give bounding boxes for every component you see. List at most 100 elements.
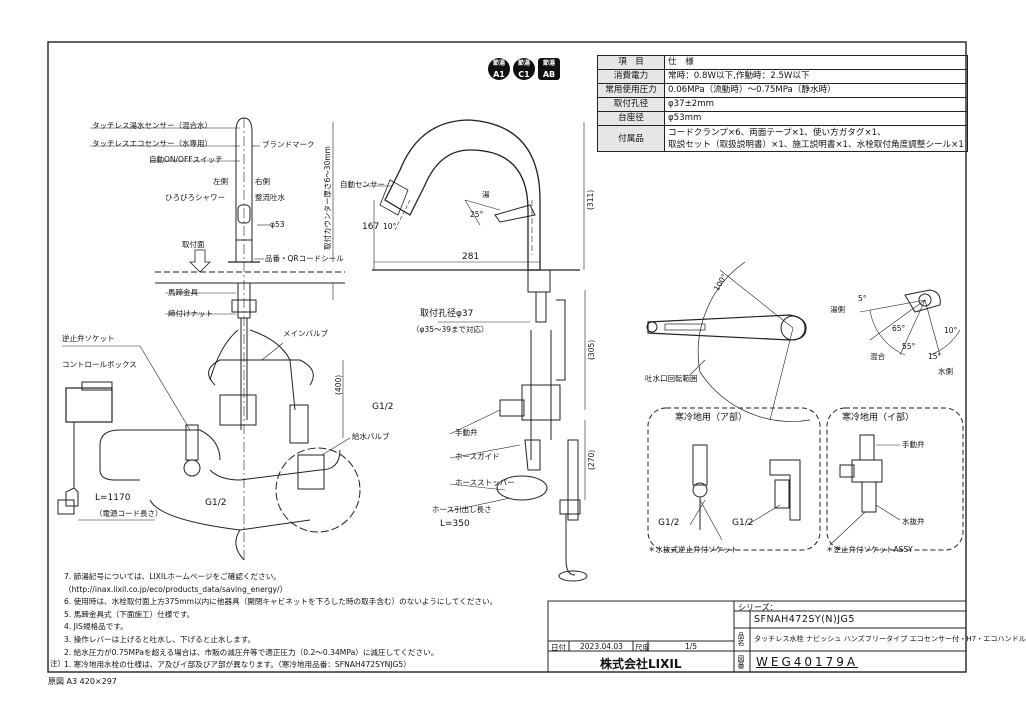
label-g12-bottom: G1/2 (205, 498, 227, 508)
front-view (57, 117, 361, 561)
label-hose-stopper: ホースストッパー (455, 478, 515, 487)
cold-region-a (647, 407, 821, 551)
label-dim-400: (400) (334, 374, 343, 395)
label-angle-15: 15° (928, 352, 942, 361)
label-wide-shower: ひろびろシャワー (165, 193, 225, 202)
label-horseshoe: 馬蹄金具 (168, 288, 198, 297)
note-line: （http://inax.lixil.co.jp/eco/products_da… (64, 584, 288, 594)
spec-value: 常時：0.8W以下,作動時：2.5W以下 (664, 69, 968, 84)
drawing-label: 図番 (737, 655, 745, 669)
label-angle-55: 55° (902, 342, 916, 351)
cold-a-drain-socket: ＊水抜式逆止弁付ソケット (648, 545, 738, 554)
note-line: 2. 給水圧力が0.75MPaを超える場合は、市販の減圧弁等で適正圧力（0.2～… (64, 647, 439, 657)
label-auto-sensor: 自動センサー (340, 180, 385, 189)
note-line: 6. 使用時は、水栓取付面上方375mm以内に他器具（開閉キャビネットを下ろした… (64, 597, 498, 607)
cold-i-manual-valve: 手動弁 (902, 440, 925, 449)
label-auto-switch: 自動ON/OFFスイッチ (149, 155, 223, 164)
label-check-valve-socket: 逆止弁ソケット (62, 334, 115, 343)
company-name: 株式会社LIXIL (600, 657, 682, 671)
label-control-box: コントロールボックス (62, 360, 137, 369)
accessories-line-1: コードクランプ×6、両面テープ×1、使い方ガタグ×1、 (668, 127, 886, 138)
series-label: シリーズ： (738, 603, 778, 612)
cold-a-title: 寒冷地用（ア部） (675, 413, 748, 423)
label-hose-length: L=350 (440, 519, 470, 529)
label-dim-305: (305) (587, 339, 596, 360)
drawing-number: WEG40179A (756, 655, 859, 669)
accessories-line-2: 取説セット（取扱説明書）×1、施工説明書×1、水栓取付角度調整シール×1 (668, 139, 964, 150)
spec-value: φ53mm (664, 111, 968, 126)
note-line: 7. 節湯記号については、LIXILホームページをご確認ください。 (64, 572, 281, 581)
label-g12-right: G1/2 (372, 402, 394, 412)
cold-region-i (826, 407, 964, 551)
label-dim-281: 281 (462, 252, 480, 262)
spec-label: 付属品 (597, 125, 665, 152)
label-cord-note: （電源コード長さ） (95, 509, 163, 518)
label-main-valve: メインバルブ (283, 329, 328, 338)
label-dim-167: 167 (362, 222, 380, 232)
label-mount-hole: 取付孔径φ37 (420, 309, 474, 319)
label-hot: 湯 (482, 190, 490, 199)
cold-i-title: 寒冷地用（イ部） (842, 413, 915, 423)
spec-label: 取付孔径 (597, 97, 665, 112)
label-left-side: 左側 (213, 177, 228, 186)
label-dim-311: (311) (586, 189, 595, 210)
label-mount-hole-range: （φ35～39まで対応） (412, 325, 489, 334)
notes-prefix: 注） (50, 659, 65, 668)
label-angle-25: 25° (470, 210, 484, 219)
cold-i-drain-valve: 水抜弁 (902, 517, 925, 526)
paper-size: 原図 A3 420×297 (48, 677, 117, 686)
label-angle-65: 65° (892, 324, 906, 333)
product-code: SFNAH472SY(N)JG5 (754, 614, 855, 625)
drawing-linework (47, 41, 967, 673)
label-mount-surface: 取付面 (182, 240, 205, 249)
label-part-qr: 品番・QRコードシール (265, 254, 344, 263)
note-line: 5. 馬蹄金具式（下面施工）仕様です。 (64, 609, 195, 619)
spec-label: 消費電力 (597, 69, 665, 84)
date-value: 2023.04.03 (580, 642, 623, 651)
label-straight-flow: 整流吐水 (255, 193, 285, 202)
label-hose-guide: ホースガイド (455, 452, 500, 461)
side-view (362, 119, 588, 582)
label-hot-side: 湯側 (830, 305, 845, 314)
label-cord-length: L=1170 (95, 493, 131, 503)
cold-a-g12-left: G1/2 (658, 518, 680, 528)
spec-header-item: 項 目 (597, 55, 665, 70)
spec-value: 0.06MPa（流動時）～0.75MPa（静水時） (664, 83, 968, 98)
label-dim-270: (270) (587, 449, 596, 470)
notes-list: 7. 節湯記号については、LIXILホームページをご確認ください。 （http:… (64, 571, 497, 672)
label-angle-5: 5° (858, 294, 867, 303)
spec-label: 常用使用圧力 (597, 83, 665, 98)
label-counter-thickness: 取付カウンター厚さ6～30mm (323, 146, 332, 250)
cold-i-check-assy: ＊逆止弁付ソケットASSY (826, 545, 913, 554)
label-touchless-eco-sensor: タッチレスエコセンサー（水専用） (92, 139, 212, 148)
note-line: 3. 操作レバーは上げると吐水し、下げると止水します。 (64, 634, 256, 644)
label-hose-pull: ホース引出し長さ (432, 505, 492, 514)
label-spout-range: 吐水口回転範囲 (645, 374, 698, 383)
spec-label: 台座径 (597, 111, 665, 126)
label-angle-10: 10° (383, 222, 397, 231)
label-cold-side: 水側 (938, 367, 953, 376)
note-line: 4. JIS規格品です。 (64, 622, 128, 632)
date-label: 日付 (551, 643, 566, 652)
spec-header-spec: 仕 様 (664, 55, 968, 70)
product-name: タッチレス水栓 ナビッシュ ハンズフリータイプ エコセンサー付・H7・エコハンド… (754, 634, 1026, 643)
scale-label: 尺度 (635, 643, 650, 652)
note-line: 1. 寒冷地用水栓の仕様は、ア及びイ部及びア部が異なります。（寒冷地用品番：SF… (64, 660, 411, 670)
label-supply-valve: 給水バルブ (352, 432, 390, 441)
name-label: 品名 (737, 632, 745, 646)
label-touchless-sensor-mix: タッチレス湯水センサー（混合水） (92, 121, 212, 130)
spec-value: φ37±2mm (664, 97, 968, 112)
scale-value: 1/5 (685, 642, 698, 651)
label-tighten-nut: 締付けナット (168, 309, 213, 318)
label-dia53: φ53 (270, 220, 285, 229)
label-brand-mark: ブランドマーク (262, 140, 315, 149)
label-angle-10b: 10° (944, 326, 958, 335)
label-mixed: 混合 (870, 352, 885, 361)
cold-a-g12-right: G1/2 (732, 518, 754, 528)
label-right-side: 右側 (255, 177, 270, 186)
